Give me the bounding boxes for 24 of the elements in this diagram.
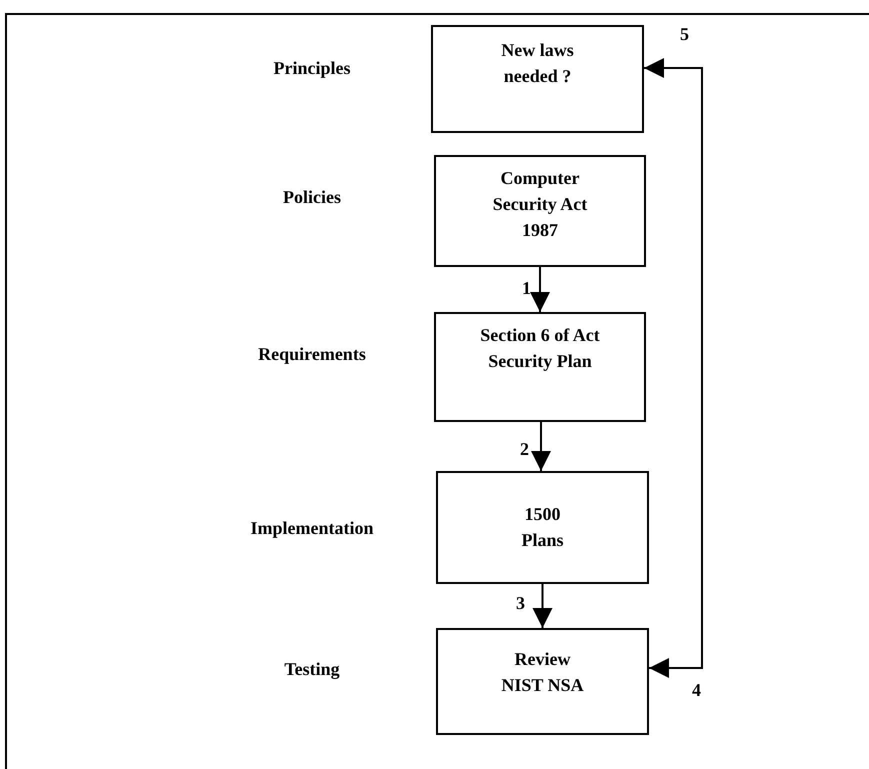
- process-box: [436, 471, 649, 584]
- process-box: [436, 628, 649, 735]
- box-text: Computer Security Act 1987: [492, 167, 588, 242]
- level-label: Requirements: [258, 345, 366, 363]
- level-label: Policies: [283, 188, 341, 206]
- arrow: [532, 584, 552, 628]
- process-box: [434, 312, 646, 422]
- arrow: [530, 267, 550, 312]
- level-label: Implementation: [250, 519, 374, 537]
- level-label: Testing: [284, 660, 340, 678]
- process-box: [431, 25, 644, 133]
- arrow: [644, 58, 703, 678]
- arrow: [531, 422, 551, 471]
- level-label: Principles: [274, 59, 350, 77]
- box-text: Section 6 of Act Security Plan: [479, 324, 601, 373]
- edge-label: 1: [522, 279, 531, 297]
- callout-number: 5: [680, 25, 689, 43]
- box-text: Review NIST NSA: [500, 648, 585, 697]
- callout-number: 4: [692, 681, 701, 699]
- edge-label: 3: [516, 594, 525, 612]
- box-text: 1500 Plans: [520, 503, 564, 552]
- process-box: [434, 155, 646, 267]
- edge-label: 2: [520, 440, 529, 458]
- box-text: New laws needed ?: [500, 39, 575, 88]
